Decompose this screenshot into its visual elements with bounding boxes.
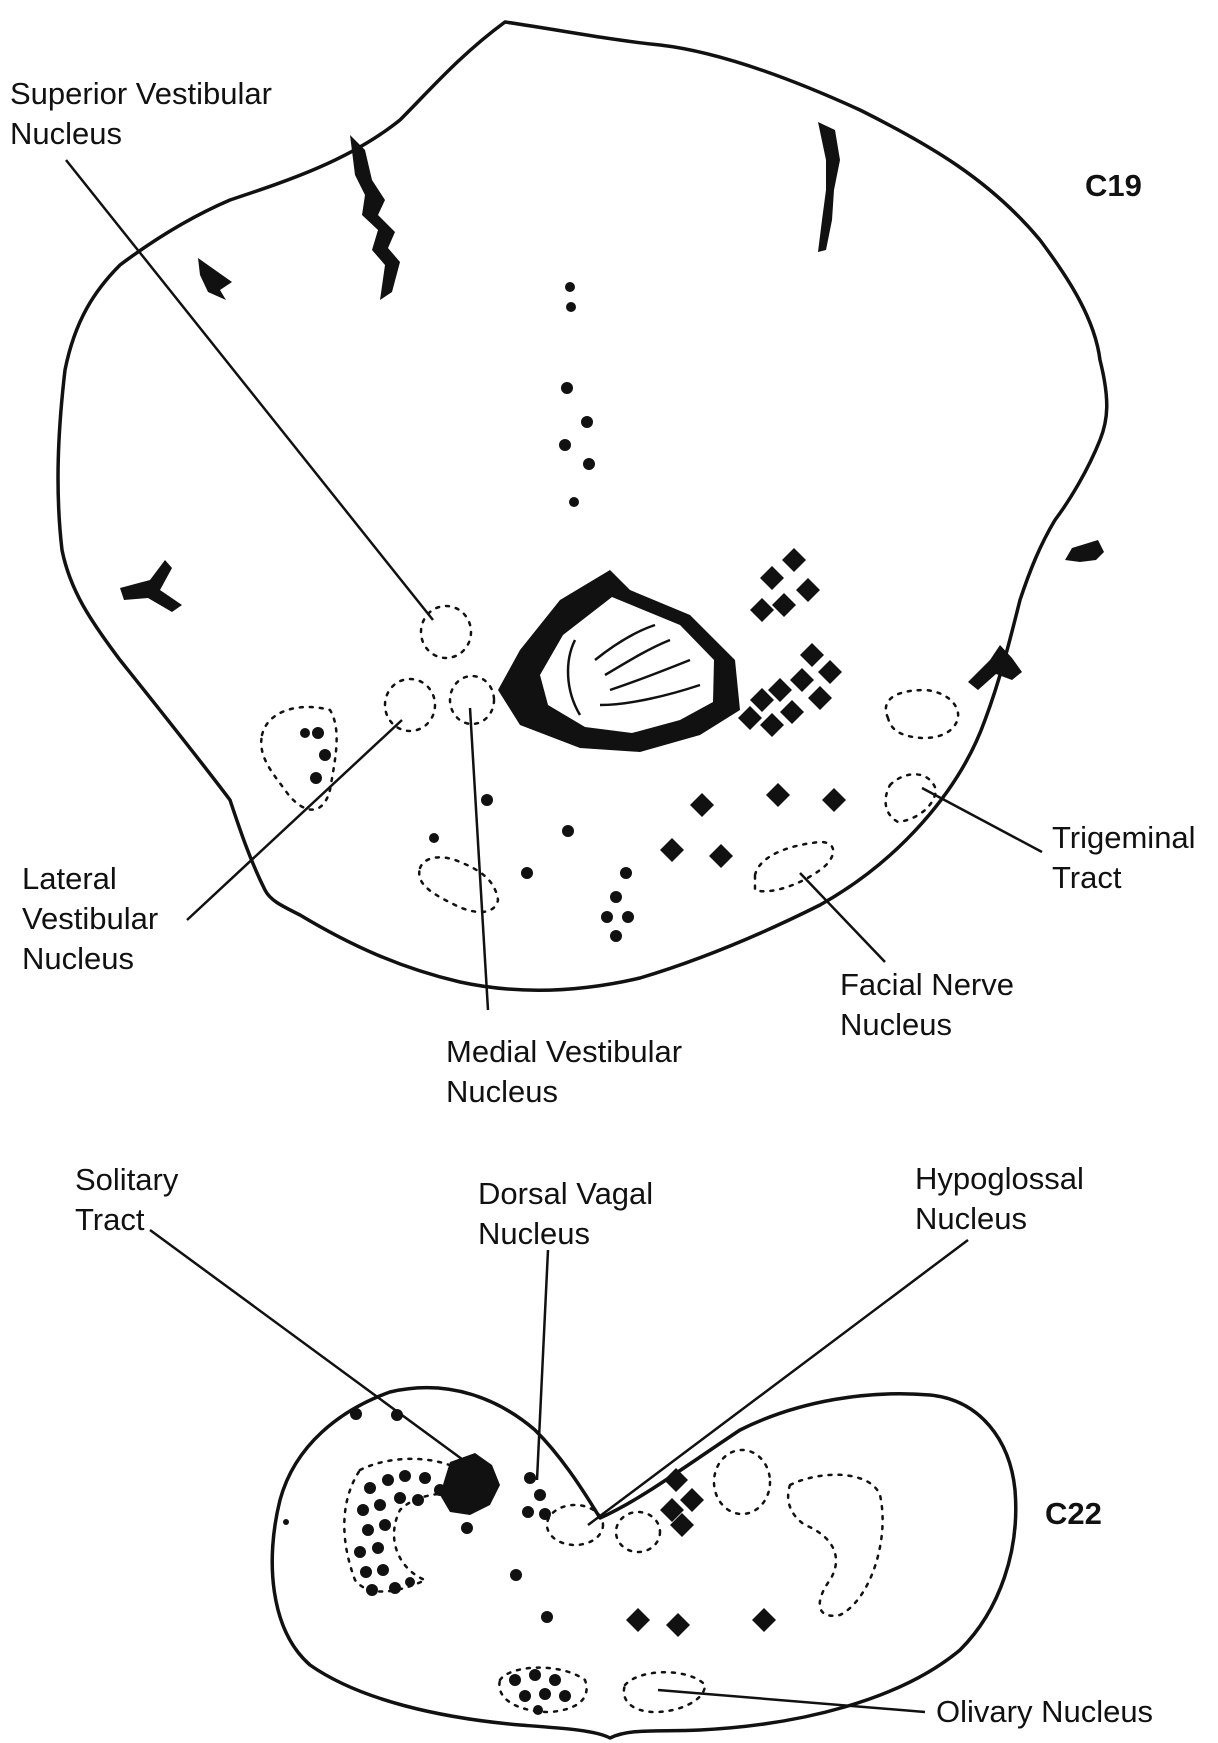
c19-fissure-lower-right [968, 645, 1022, 690]
c19-dot [581, 416, 593, 428]
c19-fissure-upper-left [198, 258, 232, 300]
leader-medial-vestibular [470, 708, 488, 1010]
leader-solitary-tract [150, 1230, 470, 1465]
solitary-tract-mass [440, 1453, 500, 1515]
section-label-c22: C22 [1045, 1496, 1102, 1531]
c19-dot [565, 282, 575, 292]
section-label-c19: C19 [1085, 168, 1142, 203]
c19-dot [559, 439, 571, 451]
label-dorsal-vagal-nucleus: Dorsal Vagal Nucleus [478, 1176, 662, 1251]
c19-fissure-right [818, 122, 840, 252]
label-superior-vestibular-nucleus: Superior Vestibular Nucleus [10, 76, 281, 151]
c19-fissure-mid-right [1065, 540, 1104, 562]
label-solitary-tract: Solitary Tract [75, 1162, 187, 1237]
c22-right-curve-outline [788, 1475, 882, 1616]
label-hypoglossal-nucleus: Hypoglossal Nucleus [915, 1161, 1093, 1236]
c19-outline [58, 22, 1107, 990]
label-medial-vestibular-nucleus: Medial Vestibular Nucleus [446, 1034, 691, 1109]
leader-facial-nerve [800, 873, 885, 962]
c19-dot [583, 458, 595, 470]
label-facial-nerve-nucleus: Facial Nerve Nucleus [840, 967, 1023, 1042]
leader-dorsal-vagal [537, 1250, 548, 1480]
leader-lateral-vestibular [187, 720, 402, 920]
c19-dot [569, 497, 579, 507]
c19-scattered-marks [300, 727, 846, 942]
c19-fissure-left [350, 135, 400, 300]
c19-dot [561, 382, 573, 394]
c22-lower-marks [541, 1608, 776, 1637]
leader-hypoglossal [588, 1240, 968, 1525]
facial-nerve-nucleus-outline [755, 842, 833, 891]
leader-trigeminal [922, 788, 1042, 852]
c22-center-small-outline [616, 1512, 660, 1552]
c22-olive-dot-cluster [509, 1669, 571, 1715]
c19-diamond-cluster [738, 548, 842, 737]
lateral-vestibular-nucleus-outline [385, 679, 435, 731]
c19-lower-left-outline [419, 857, 498, 912]
section-c22: C22 Solitary Tract Dorsal Vagal Nucleus … [75, 1161, 1153, 1738]
c22-right-round-outline [714, 1450, 770, 1514]
c19-dot [566, 302, 576, 312]
c22-outline [272, 1388, 1016, 1738]
c19-ventricle [498, 570, 740, 752]
medial-vestibular-nucleus-outline [450, 676, 494, 724]
c19-right-outline [886, 690, 958, 738]
label-trigeminal-tract: Trigeminal Tract [1052, 820, 1204, 895]
section-c19: C19 Superior Vestibular Nucleus Lateral … [10, 22, 1204, 1109]
label-lateral-vestibular-nucleus: Lateral Vestibular Nucleus [22, 861, 167, 976]
label-olivary-nucleus: Olivary Nucleus [936, 1694, 1153, 1729]
c19-fissure-mid-left [120, 560, 182, 612]
c22-right-diamond-cluster [660, 1468, 704, 1537]
